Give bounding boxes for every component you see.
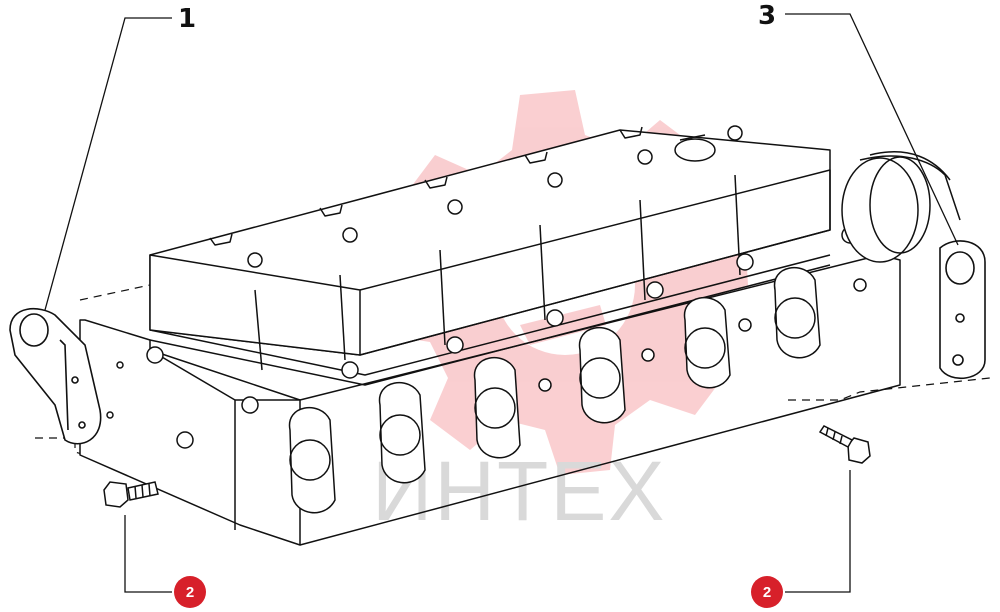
oil-filler-cap bbox=[674, 138, 716, 162]
callout-label-2-left: 2 bbox=[186, 584, 194, 601]
lifting-bracket-left bbox=[9, 308, 102, 445]
cylinder-head bbox=[79, 125, 961, 546]
callout-label-1: 1 bbox=[178, 4, 196, 34]
camshaft-pulley bbox=[841, 151, 961, 263]
callout-label-3: 3 bbox=[758, 1, 776, 31]
callout-badge-left: 2 bbox=[174, 576, 206, 608]
exhaust-ports bbox=[288, 266, 821, 514]
callout-label-2-right: 2 bbox=[763, 584, 771, 601]
studs bbox=[146, 125, 867, 414]
callout-badge-right: 2 bbox=[751, 576, 783, 608]
bolt-left bbox=[103, 481, 159, 508]
lifting-bracket-right bbox=[939, 240, 986, 380]
bolt-right bbox=[818, 425, 871, 464]
leader-lines bbox=[44, 13, 959, 593]
